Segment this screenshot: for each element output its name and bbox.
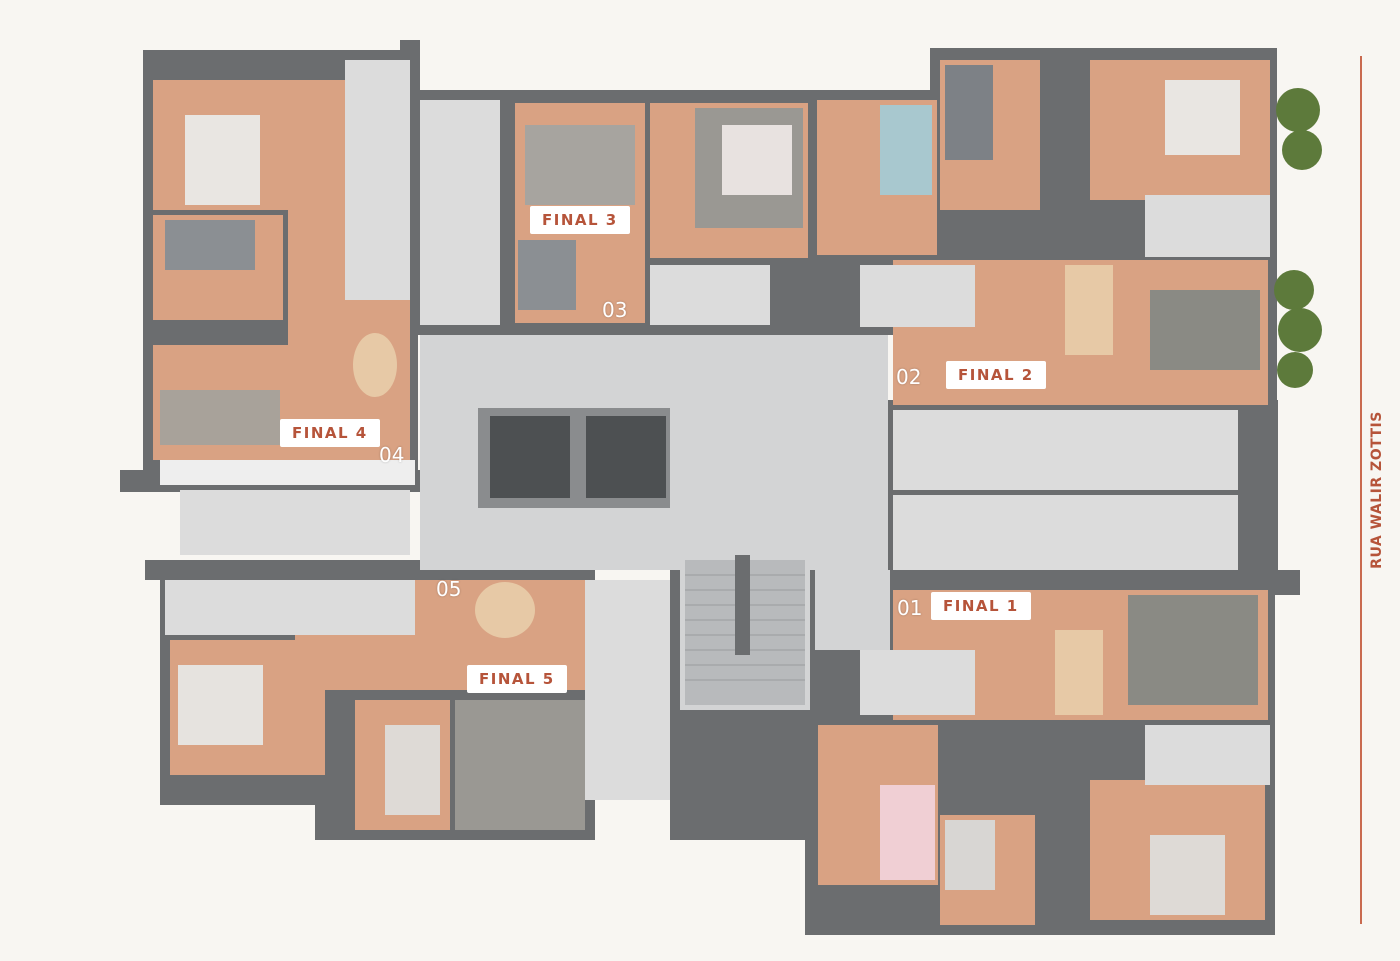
street-line [1360,56,1362,924]
unit-label-final-4: FINAL 4 [280,419,380,447]
stairwell [685,555,805,705]
door-number-05: 05 [436,577,462,601]
door-number-03: 03 [602,298,628,322]
door-number-02: 02 [896,365,922,389]
unit-4-rooms [153,60,415,485]
door-number-04: 04 [379,443,405,467]
unit-label-final-2: FINAL 2 [946,361,1046,389]
facade-plants [1274,88,1322,388]
elevators [478,408,670,508]
unit-5-rooms [165,490,670,830]
unit-label-final-1: FINAL 1 [931,592,1031,620]
door-number-01: 01 [897,596,923,620]
unit-label-final-5: FINAL 5 [467,665,567,693]
kitchens-right [893,410,1238,570]
street-name: RUA WALIR ZOTTIS [1369,411,1385,569]
unit-2-rooms [817,60,1270,405]
unit-label-final-3: FINAL 3 [530,206,630,234]
